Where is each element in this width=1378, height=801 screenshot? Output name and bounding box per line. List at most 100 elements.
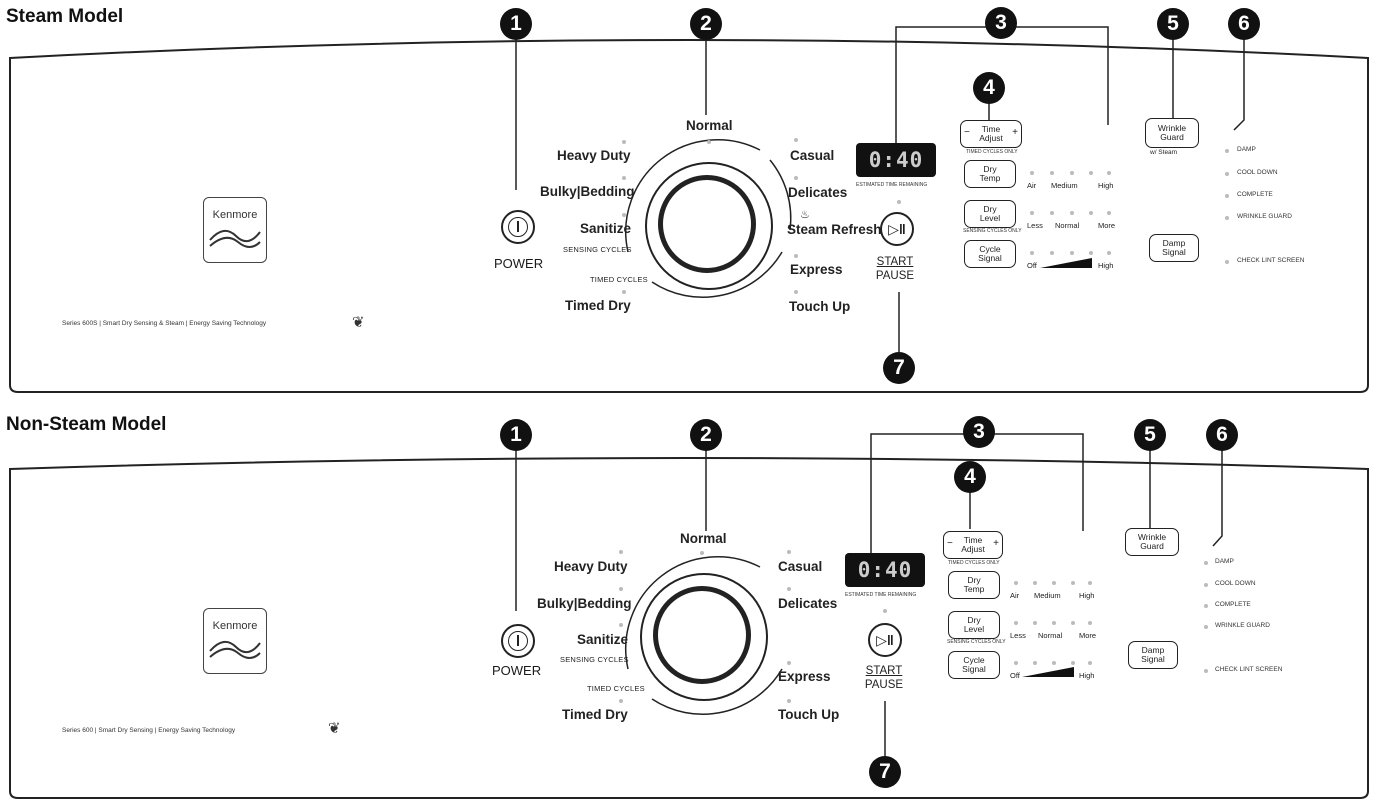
time-adjust-label: Time Adjust [961,534,985,554]
indicator-dot [883,609,887,613]
cycle-normal[interactable]: Normal [680,531,727,546]
cycle-delicates[interactable]: Delicates [788,185,848,200]
dry-level-more: More [1098,221,1116,230]
cycle-signal-button[interactable]: Cycle Signal [964,240,1016,268]
dry-level-note: SENSING CYCLES ONLY [963,228,1022,234]
indicator-dot [622,176,626,180]
kenmore-logo: Kenmore [203,197,267,263]
status-complete: COMPLETE [1215,601,1251,608]
dry-temp-air: Air [1010,591,1020,600]
indicator-dot [787,661,791,665]
cycle-normal[interactable]: Normal [686,118,733,133]
volume-ramp-icon [1040,258,1092,268]
cycle-delicates[interactable]: Delicates [778,596,838,611]
callout-3: 3 [963,416,995,448]
dry-level-button[interactable]: Dry Level [964,200,1016,228]
timed-cycles-label: TIMED CYCLES [587,684,645,693]
option-dot [1030,171,1034,175]
pause-label: PAUSE [875,270,915,282]
callout-1: 1 [500,8,532,40]
dry-level-note: SENSING CYCLES ONLY [947,639,1006,645]
time-adjust-button[interactable]: − Time Adjust + [943,531,1003,559]
time-display: 0:40 [856,143,936,177]
cycle-bulky-bedding[interactable]: Bulky|Bedding [540,184,635,199]
dry-temp-high: High [1079,591,1095,600]
option-dot [1070,211,1074,215]
option-dot [1070,171,1074,175]
status-wrinkle-guard: WRINKLE GUARD [1215,622,1270,629]
cycle-heavy-duty[interactable]: Heavy Duty [554,559,628,574]
dry-temp-label: Dry Temp [963,574,985,594]
dry-temp-label: Dry Temp [979,163,1001,183]
cycle-sanitize[interactable]: Sanitize [577,632,629,647]
status-dot [1225,172,1229,176]
cycle-dial-knob[interactable] [653,586,751,684]
dry-level-less: Less [1010,631,1026,640]
option-dot [1071,621,1075,625]
status-dot [1204,583,1208,587]
indicator-dot [794,176,798,180]
start-pause-label: START PAUSE [875,255,915,283]
dry-temp-button[interactable]: Dry Temp [948,571,1000,599]
cycle-steam-refresh[interactable]: Steam Refresh [787,222,882,237]
status-dot [1204,669,1208,673]
time-adjust-button[interactable]: − Time Adjust + [960,120,1022,148]
cycle-bulky-bedding[interactable]: Bulky|Bedding [537,596,632,611]
status-damp: DAMP [1215,558,1234,565]
option-dot [1014,581,1018,585]
power-button[interactable] [501,624,535,658]
cycle-timed-dry[interactable]: Timed Dry [562,707,628,722]
callout-6: 6 [1228,8,1260,40]
kenmore-logo: Kenmore [203,608,267,674]
callout-5: 5 [1134,419,1166,451]
option-dot [1107,251,1111,255]
option-dot [1033,581,1037,585]
cycle-signal-off: Off [1027,261,1037,270]
option-dot [1052,581,1056,585]
cycle-casual[interactable]: Casual [778,559,823,574]
cycle-express[interactable]: Express [790,262,843,277]
dry-level-more: More [1079,631,1097,640]
damp-signal-button[interactable]: Damp Signal [1149,234,1199,262]
power-button[interactable] [501,210,535,244]
cycle-touch-up[interactable]: Touch Up [778,707,840,722]
option-dot [1030,211,1034,215]
indicator-dot [897,200,901,204]
cycle-signal-label: Cycle Signal [962,654,986,674]
power-label: POWER [494,256,544,271]
status-dot [1225,216,1229,220]
status-complete: COMPLETE [1237,191,1273,198]
cycle-timed-dry[interactable]: Timed Dry [565,298,631,313]
option-dot [1014,661,1018,665]
cycle-sanitize[interactable]: Sanitize [580,221,632,236]
cycle-casual[interactable]: Casual [790,148,835,163]
status-damp: DAMP [1237,146,1256,153]
cycle-signal-button[interactable]: Cycle Signal [948,651,1000,679]
cycle-signal-off: Off [1010,671,1020,680]
callout-2: 2 [690,419,722,451]
wrinkle-guard-button[interactable]: Wrinkle Guard [1125,528,1179,556]
damp-signal-button[interactable]: Damp Signal [1128,641,1178,669]
indicator-dot [619,550,623,554]
wrinkle-guard-button[interactable]: Wrinkle Guard [1145,118,1199,148]
dry-temp-button[interactable]: Dry Temp [964,160,1016,188]
steam-model-title: Steam Model [6,6,124,27]
cycle-express[interactable]: Express [778,669,831,684]
indicator-dot [787,550,791,554]
start-pause-button[interactable]: ▷‖ [880,212,914,246]
dry-level-button[interactable]: Dry Level [948,611,1000,639]
cycle-signal-high: High [1098,261,1114,270]
status-dot [1225,260,1229,264]
cycle-dial-knob[interactable] [658,175,756,273]
option-dot [1089,171,1093,175]
cycle-touch-up[interactable]: Touch Up [789,299,851,314]
start-pause-button[interactable]: ▷‖ [868,623,902,657]
cycle-heavy-duty[interactable]: Heavy Duty [557,148,631,163]
indicator-dot [787,699,791,703]
option-dot [1052,661,1056,665]
wrinkle-guard-label: Wrinkle Guard [1137,531,1167,551]
callout-6: 6 [1206,419,1238,451]
dry-level-label: Dry Level [963,614,985,634]
time-adjust-note: TIMED CYCLES ONLY [966,149,1018,155]
status-dot [1225,194,1229,198]
